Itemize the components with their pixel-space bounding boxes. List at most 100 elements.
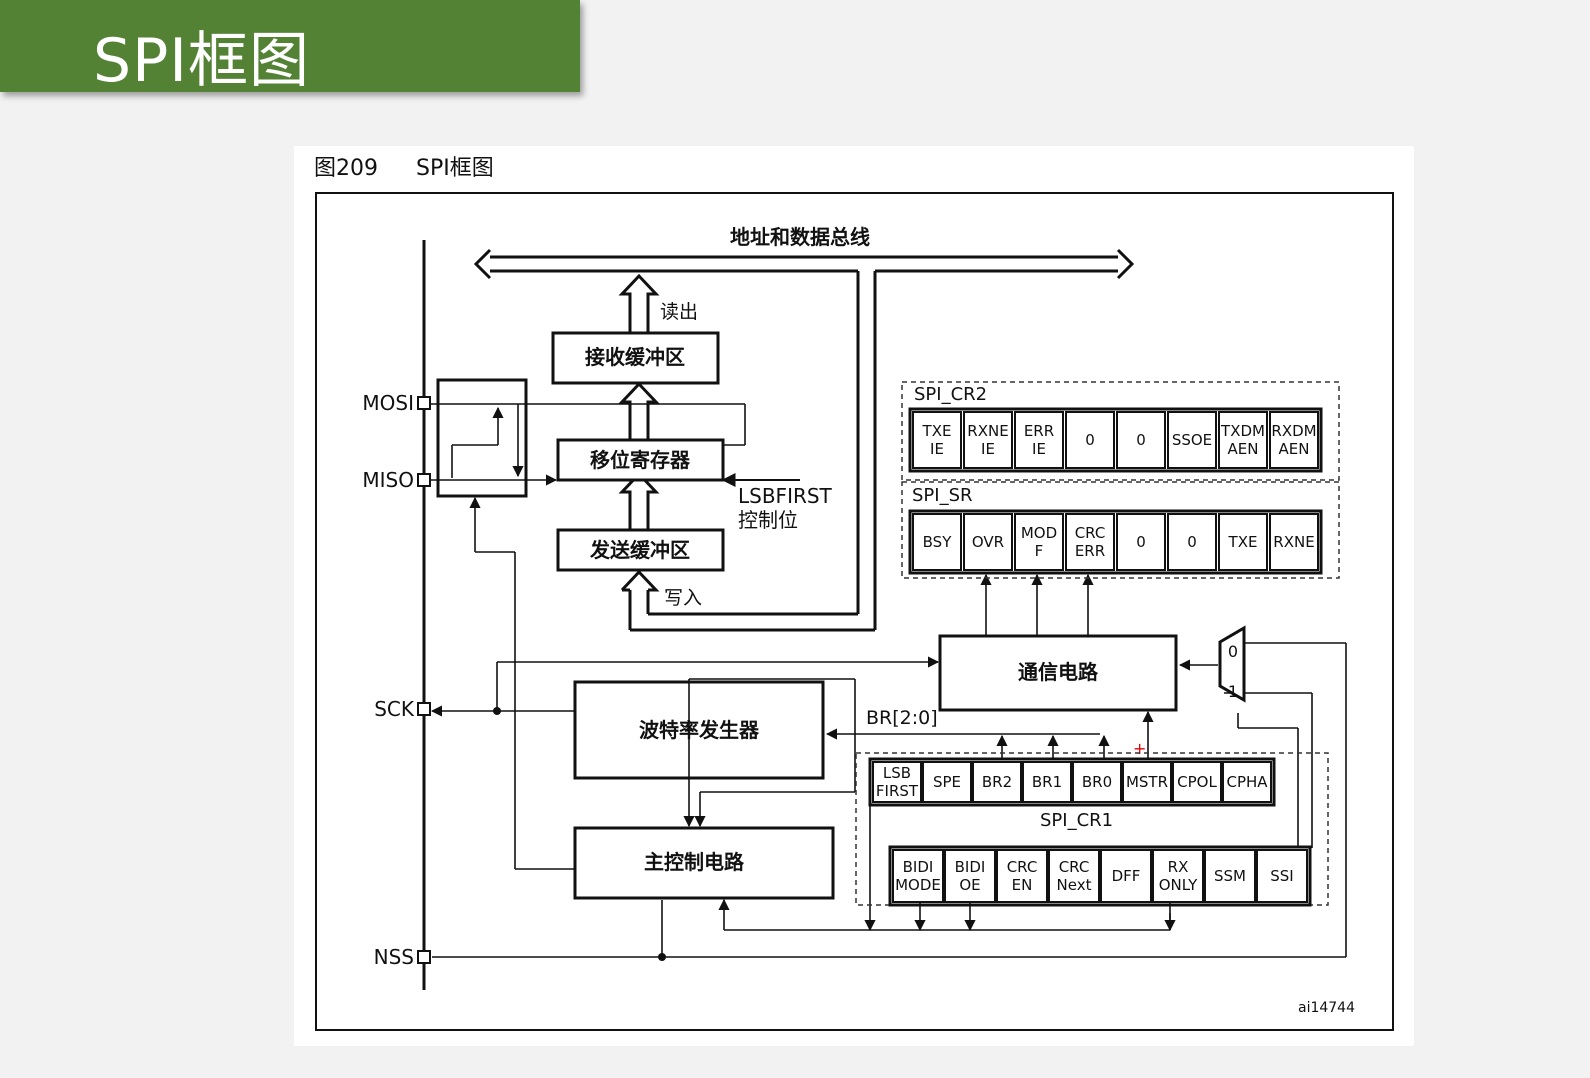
- sr-bit-label: MOD: [1021, 524, 1057, 542]
- cr2-bit-cell: [912, 411, 962, 469]
- cr1-high-bit-cell: [1122, 761, 1172, 803]
- sr-bit-label: OVR: [972, 533, 1004, 551]
- lsbfirst-sublabel: 控制位: [738, 508, 798, 532]
- cr2-bit-cell: [1065, 411, 1115, 469]
- sr-bit-label: CRC: [1075, 524, 1106, 542]
- cr1-high-bit-label: CPOL: [1177, 773, 1217, 791]
- cr2-bit-label: 0: [1136, 431, 1146, 449]
- cr2-bit-label: AEN: [1228, 440, 1259, 458]
- cr1-low-bit-cell: [1256, 849, 1308, 903]
- sr-bit-label: 0: [1187, 533, 1197, 551]
- rx-buffer-block: [551, 331, 720, 385]
- figure-caption-number: 图209: [314, 156, 378, 181]
- cr2-bit-label: IE: [930, 440, 944, 458]
- sr-outline: [908, 509, 1323, 575]
- cr2-bit-label: RXDM: [1271, 422, 1316, 440]
- cr1-high-bit-label: FIRST: [876, 782, 919, 800]
- sr-bit-cell: [1065, 513, 1115, 571]
- tx-buffer-block: [556, 528, 725, 572]
- comm-circuit-block: [938, 634, 1178, 712]
- cr2-bit-label: IE: [981, 440, 995, 458]
- cr2-frame: [901, 381, 1340, 481]
- cr1-low-bit-label: CRC: [1059, 858, 1090, 876]
- cr1-high-bit-label: CPHA: [1226, 773, 1268, 791]
- spi-block-diagram: 图209 SPI框图 地址和数据总线 写入 读出 接收缓冲区 移位寄存器 发送缓…: [314, 156, 1394, 1031]
- cr1-high-bit-label: SPE: [933, 773, 961, 791]
- cr2-bit-cell: [1269, 411, 1319, 469]
- lsbfirst-label: LSBFIRST: [738, 484, 833, 508]
- comm-circuit-label: 通信电路: [1018, 660, 1099, 684]
- cr1-low-bit-cell: [944, 849, 996, 903]
- cr1-low-bit-cell: [1152, 849, 1204, 903]
- cr2-bit-label: AEN: [1279, 440, 1310, 458]
- sr-bit-cell: [1014, 513, 1064, 571]
- nss-pin-label: NSS: [374, 945, 414, 969]
- cr1-low-bit-label: ONLY: [1159, 876, 1198, 894]
- cr1-high-bit-label: MSTR: [1126, 773, 1168, 791]
- cr2-bit-cell: [1167, 411, 1217, 469]
- write-label: 写入: [664, 587, 702, 609]
- sr-frame: [901, 481, 1340, 579]
- cr2-bit-cell: [1116, 411, 1166, 469]
- cr2-bit-cell: [963, 411, 1013, 469]
- mosi-pin-label: MOSI: [362, 391, 414, 415]
- sr-bit-label: ERR: [1075, 542, 1105, 560]
- read-label: 读出: [660, 301, 698, 323]
- cr1-high-bit-cell: [972, 761, 1022, 803]
- nss-junction-dot: [658, 953, 666, 961]
- hollow-arrows: [618, 273, 660, 532]
- bus-label: 地址和数据总线: [730, 225, 870, 249]
- write-path: [620, 569, 875, 632]
- pin-squares: [417, 396, 431, 964]
- cr2-bit-label: 0: [1085, 431, 1095, 449]
- baud-rate-generator-label: 波特率发生器: [639, 718, 760, 742]
- cr2-bit-label: SSOE: [1172, 431, 1212, 449]
- cr1-low-bit-label: CRC: [1007, 858, 1038, 876]
- address-data-bus: [473, 248, 1135, 630]
- mux-input-1: 1: [1228, 682, 1238, 701]
- cr1-low-bit-cell: [1204, 849, 1256, 903]
- cr1-low-bit-label: BIDI: [903, 858, 934, 876]
- cr2-outline: [908, 407, 1323, 473]
- sr-bit-cell: [1269, 513, 1319, 571]
- br-label: BR[2:0]: [866, 707, 938, 729]
- sr-bit-label: TXE: [1228, 533, 1258, 551]
- sr-bit-cell: [1116, 513, 1166, 571]
- cr2-bit-label: IE: [1032, 440, 1046, 458]
- cr1-high-bit-cell: [1022, 761, 1072, 803]
- cr1-low-bit-cell: [1048, 849, 1100, 903]
- figure-caption-title: SPI框图: [416, 156, 494, 181]
- status-arrows: [980, 573, 1154, 760]
- cr1-name: SPI_CR1: [1040, 810, 1113, 831]
- cr2-name: SPI_CR2: [914, 384, 987, 405]
- slide-title: SPI框图: [93, 26, 310, 96]
- diagram-frame: [315, 192, 1394, 1031]
- cr1-low-bit-label: EN: [1012, 876, 1033, 894]
- cr2-bit-cell: [1218, 411, 1268, 469]
- rx-buffer-label: 接收缓冲区: [585, 345, 685, 369]
- cr1-high-outline: [868, 757, 1276, 807]
- shift-register-label: 移位寄存器: [590, 448, 691, 472]
- cr1-high-bit-cell: [1222, 761, 1272, 803]
- cr1-high-bit-label: BR1: [1032, 773, 1062, 791]
- mode-mux: [1218, 625, 1246, 703]
- cr1-low-bit-label: RX: [1168, 858, 1189, 876]
- cr1-high-bit-label: LSB: [883, 764, 911, 782]
- sr-bit-cell: [963, 513, 1013, 571]
- master-control-block: [573, 826, 835, 900]
- diagram-card: 图209 SPI框图 地址和数据总线 写入 读出 接收缓冲区 移位寄存器 发送缓…: [294, 146, 1414, 1046]
- cr1-high-bit-cell: [1072, 761, 1122, 803]
- cr1-high-bit-label: BR2: [982, 773, 1012, 791]
- clock-wiring: [430, 656, 1100, 828]
- cr1-low-bit-label: SSM: [1214, 867, 1246, 885]
- sr-bit-cell: [1218, 513, 1268, 571]
- cr1-low-bit-label: SSI: [1270, 867, 1293, 885]
- cr1-low-bit-cell: [892, 849, 944, 903]
- cr1-low-bit-label: Next: [1057, 876, 1092, 894]
- baud-rate-generator-block: [573, 680, 825, 780]
- cr2-bit-cell: [1014, 411, 1064, 469]
